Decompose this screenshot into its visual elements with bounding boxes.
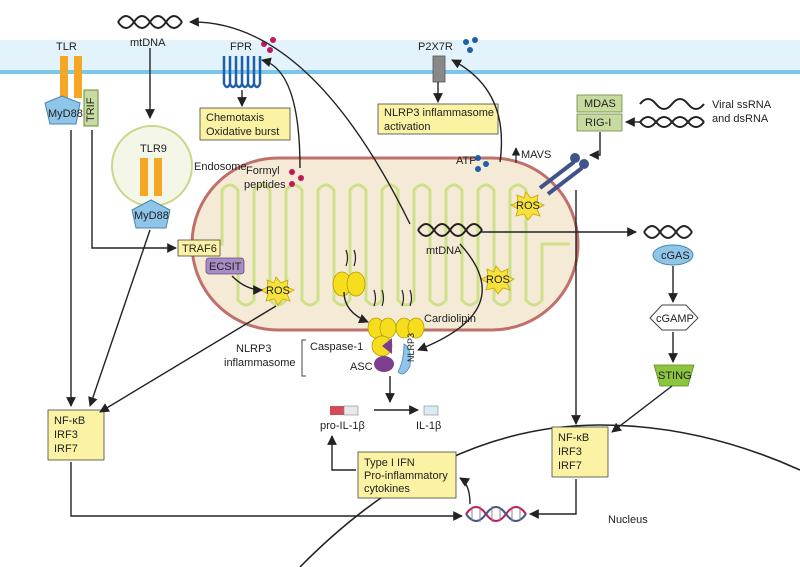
oxidative-label: Oxidative burst — [206, 126, 279, 138]
myd88-top-label: MyD88 — [48, 108, 83, 120]
trif-label: TRIF — [85, 97, 97, 122]
nfkb-left-label: NF-κB — [54, 415, 85, 427]
endosome: TLR9 Endosome MyD88 — [111, 125, 247, 229]
viral-label-2: and dsRNA — [712, 113, 769, 125]
ros-left-label: ROS — [266, 285, 290, 297]
pro-il1b-label: pro-IL-1β — [320, 420, 365, 432]
ros-burst-mid: ROS — [480, 265, 515, 295]
pro-il1b: pro-IL-1β — [320, 405, 365, 432]
nuclear-dna — [465, 506, 527, 522]
nfkb-right-label: NF-κB — [558, 432, 589, 444]
nfkb-box-right: NF-κB IRF3 IRF7 — [551, 426, 609, 478]
fpr-receptor: FPR — [222, 37, 276, 89]
p2x7r-receptor: P2X7R — [418, 37, 478, 83]
ros-burst-left: ROS — [260, 276, 295, 306]
caspase1-label: Caspase-1 — [310, 341, 363, 353]
mtdna-mito: mtDNA — [417, 223, 483, 257]
asc-label: ASC — [350, 361, 373, 373]
nlrp3-activation-label-2: activation — [384, 121, 430, 133]
cardiolipin: Cardiolipin — [332, 249, 476, 339]
ecsit: ECSIT — [205, 257, 245, 275]
mavs: MAVS — [511, 147, 589, 196]
irf3-right-label: IRF3 — [558, 446, 582, 458]
sting-label: STING — [658, 370, 692, 382]
ros-burst-mavs: ROS — [510, 191, 545, 221]
tlr-label: TLR — [56, 41, 77, 53]
viral-label-1: Viral ssRNA — [712, 99, 772, 111]
atp-label: ATP — [456, 155, 477, 167]
formyl-label-2: peptides — [244, 179, 286, 191]
traf6: TRAF6 — [177, 239, 221, 257]
formyl-label-1: Formyl — [246, 165, 280, 177]
il1b: IL-1β — [416, 405, 441, 432]
type1-label-2: Pro-inflammatory — [364, 470, 448, 482]
il1b-label: IL-1β — [416, 420, 441, 432]
tlr-receptor: TLR MyD88 TRIF — [44, 41, 99, 127]
arrows — [66, 16, 678, 521]
rigi-label: RIG-I — [585, 117, 611, 129]
irf7-right-label: IRF7 — [558, 460, 582, 472]
nfkb-box-left: NF-κB IRF3 IRF7 — [47, 409, 105, 461]
chemotaxis-label: Chemotaxis — [206, 112, 265, 124]
p2x7r-label: P2X7R — [418, 41, 453, 53]
traf6-label: TRAF6 — [182, 243, 217, 255]
cgas-label: cGAS — [661, 250, 690, 262]
mtdna-mito-label: mtDNA — [426, 245, 462, 257]
cristae — [202, 183, 570, 307]
cgas: cGAS — [652, 244, 694, 266]
type1-label-1: Type I IFN — [364, 457, 415, 469]
atp: ATP — [456, 155, 489, 172]
mdas-label: MDAS — [584, 98, 616, 110]
inflammasome-complex: NLRP3 Caspase-1 ASC NLRP3 inflammasome — [224, 333, 416, 377]
myd88-endo-label: MyD88 — [134, 210, 169, 222]
viral-rna: Viral ssRNA and dsRNA — [639, 98, 772, 128]
ecsit-label: ECSIT — [209, 261, 242, 273]
cardiolipin-label: Cardiolipin — [424, 313, 476, 325]
mtdna-right — [643, 225, 693, 239]
mtdna-top-label: mtDNA — [130, 37, 166, 49]
tlr9-label: TLR9 — [140, 143, 167, 155]
fpr-label: FPR — [230, 41, 252, 53]
nlrp3-activation-box: NLRP3 inflammasome activation — [377, 103, 499, 135]
mtdna-top: mtDNA — [117, 15, 183, 49]
cell-membrane — [0, 40, 800, 74]
mdas-rigi: MDAS RIG-I — [576, 94, 623, 132]
nlrp3-inf-label-1: NLRP3 — [236, 343, 271, 355]
cgamp: cGAMP — [649, 304, 699, 331]
mavs-label: MAVS — [521, 149, 551, 161]
ros-mavs-label: ROS — [516, 200, 540, 212]
sting: STING — [653, 364, 695, 387]
nucleus-label: Nucleus — [608, 514, 648, 526]
type1-ifn-box: Type I IFN Pro-inflammatory cytokines — [357, 451, 457, 499]
type1-label-3: cytokines — [364, 483, 410, 495]
irf3-left-label: IRF3 — [54, 429, 78, 441]
nlrp3-small-label: NLRP3 — [406, 333, 416, 362]
chemotaxis-box: Chemotaxis Oxidative burst — [199, 107, 291, 141]
nlrp3-activation-label-1: NLRP3 inflammasome — [384, 107, 494, 119]
cgamp-label: cGAMP — [656, 313, 694, 325]
endosome-label: Endosome — [194, 161, 247, 173]
ros-mid-label: ROS — [486, 274, 510, 286]
irf7-left-label: IRF7 — [54, 443, 78, 455]
nlrp3-inf-label-2: inflammasome — [224, 357, 296, 369]
nucleus: Nucleus — [299, 424, 800, 567]
formyl-peptides: Formyl peptides — [244, 165, 304, 191]
